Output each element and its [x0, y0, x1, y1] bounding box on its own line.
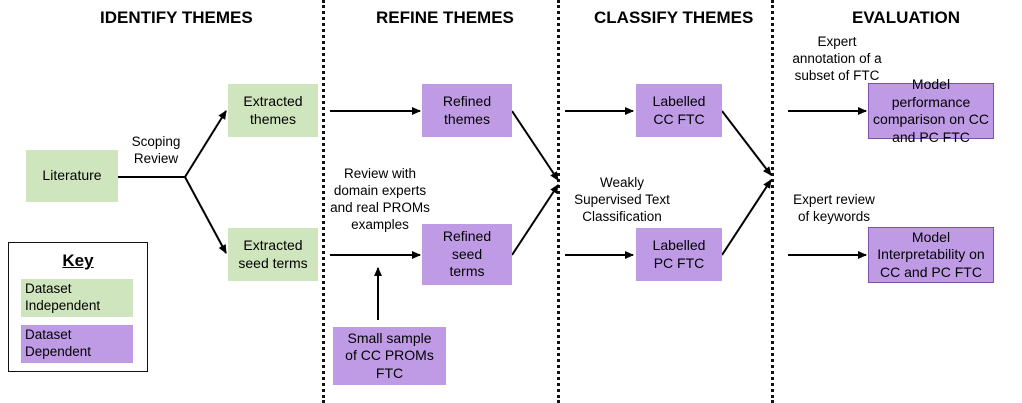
legend-title: Key — [62, 251, 94, 270]
divider-1 — [322, 0, 325, 403]
refined-seed-terms-box: Refined seed terms — [422, 224, 512, 285]
small-sample-box: Small sample of CC PROMs FTC — [333, 327, 446, 385]
arrow-themes-to-classifier — [511, 110, 559, 181]
arrow-to-extracted-seed-terms — [184, 176, 227, 254]
weakly-supervised-label: Weakly Supervised Text Classification — [574, 175, 670, 224]
extracted-themes-box: Extracted themes — [228, 84, 318, 137]
arrow-to-extracted-themes — [184, 110, 227, 178]
labelled-cc-ftc-box: Labelled CC FTC — [636, 84, 722, 137]
header-refine-themes: REFINE THEMES — [376, 8, 514, 27]
expert-review-keywords-label: Expert review of keywords — [793, 192, 875, 224]
arrow-seeds-to-classifier — [511, 184, 559, 256]
legend-dataset-dependent: Dataset Dependent — [21, 325, 133, 363]
divider-2 — [557, 0, 560, 403]
review-with-experts-label: Review with domain experts and real PROM… — [330, 166, 430, 232]
labelled-pc-ftc-box: Labelled PC FTC — [636, 228, 722, 281]
header-classify-themes: CLASSIFY THEMES — [594, 8, 754, 27]
refined-themes-box: Refined themes — [422, 84, 512, 137]
legend-dataset-independent: Dataset Independent — [21, 279, 133, 317]
divider-3 — [771, 0, 774, 403]
literature-box: Literature — [26, 150, 118, 202]
extracted-seed-terms-box: Extracted seed terms — [228, 228, 318, 281]
header-identify-themes: IDENTIFY THEMES — [100, 8, 253, 27]
legend: Key Dataset Independent Dataset Dependen… — [8, 242, 148, 372]
scoping-review-label: Scoping Review — [131, 134, 181, 166]
model-performance-box: Model performance comparison on CC and P… — [868, 76, 994, 145]
arrow-pc-to-eval — [721, 179, 772, 256]
model-interpretability-box: Model Interpretability on CC and PC FTC — [868, 227, 994, 283]
header-evaluation: EVALUATION — [852, 8, 960, 27]
expert-annotation-label: Expert annotation of a subset of FTC — [792, 34, 882, 83]
arrow-cc-to-eval — [721, 110, 772, 176]
